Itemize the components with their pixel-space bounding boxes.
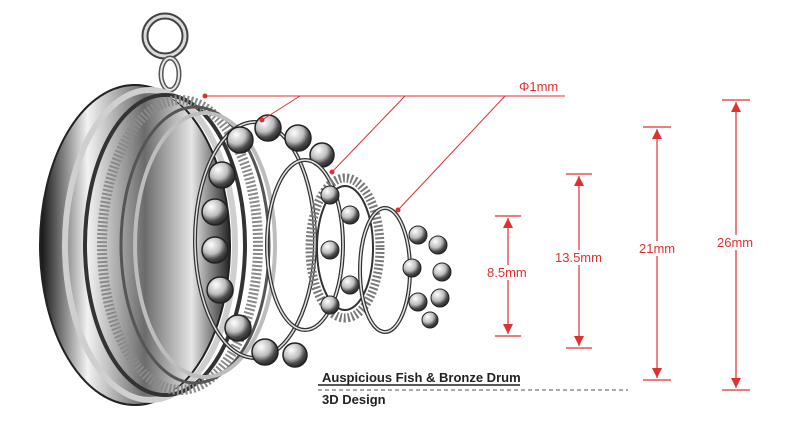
dimension-label-21mm: 21mm xyxy=(637,241,678,256)
design-title: Auspicious Fish & Bronze Drum xyxy=(322,370,521,385)
dimension-label-26mm: 26mm xyxy=(715,235,756,250)
bail-ring xyxy=(141,12,189,93)
design-subtitle: 3D Design xyxy=(322,392,386,407)
wire-diameter-label: Φ1mm xyxy=(519,79,559,94)
drum-disc-tiny xyxy=(358,206,452,334)
drum-disc-large xyxy=(39,84,277,406)
drum-disc-medium xyxy=(193,114,335,368)
dimension-label-8-5mm: 8.5mm xyxy=(485,265,529,280)
caption-underlines xyxy=(318,384,628,391)
dimension-label-13-5mm: 13.5mm xyxy=(553,250,604,265)
wire-leader-lines xyxy=(202,93,565,213)
drum-disc-small xyxy=(265,158,385,332)
